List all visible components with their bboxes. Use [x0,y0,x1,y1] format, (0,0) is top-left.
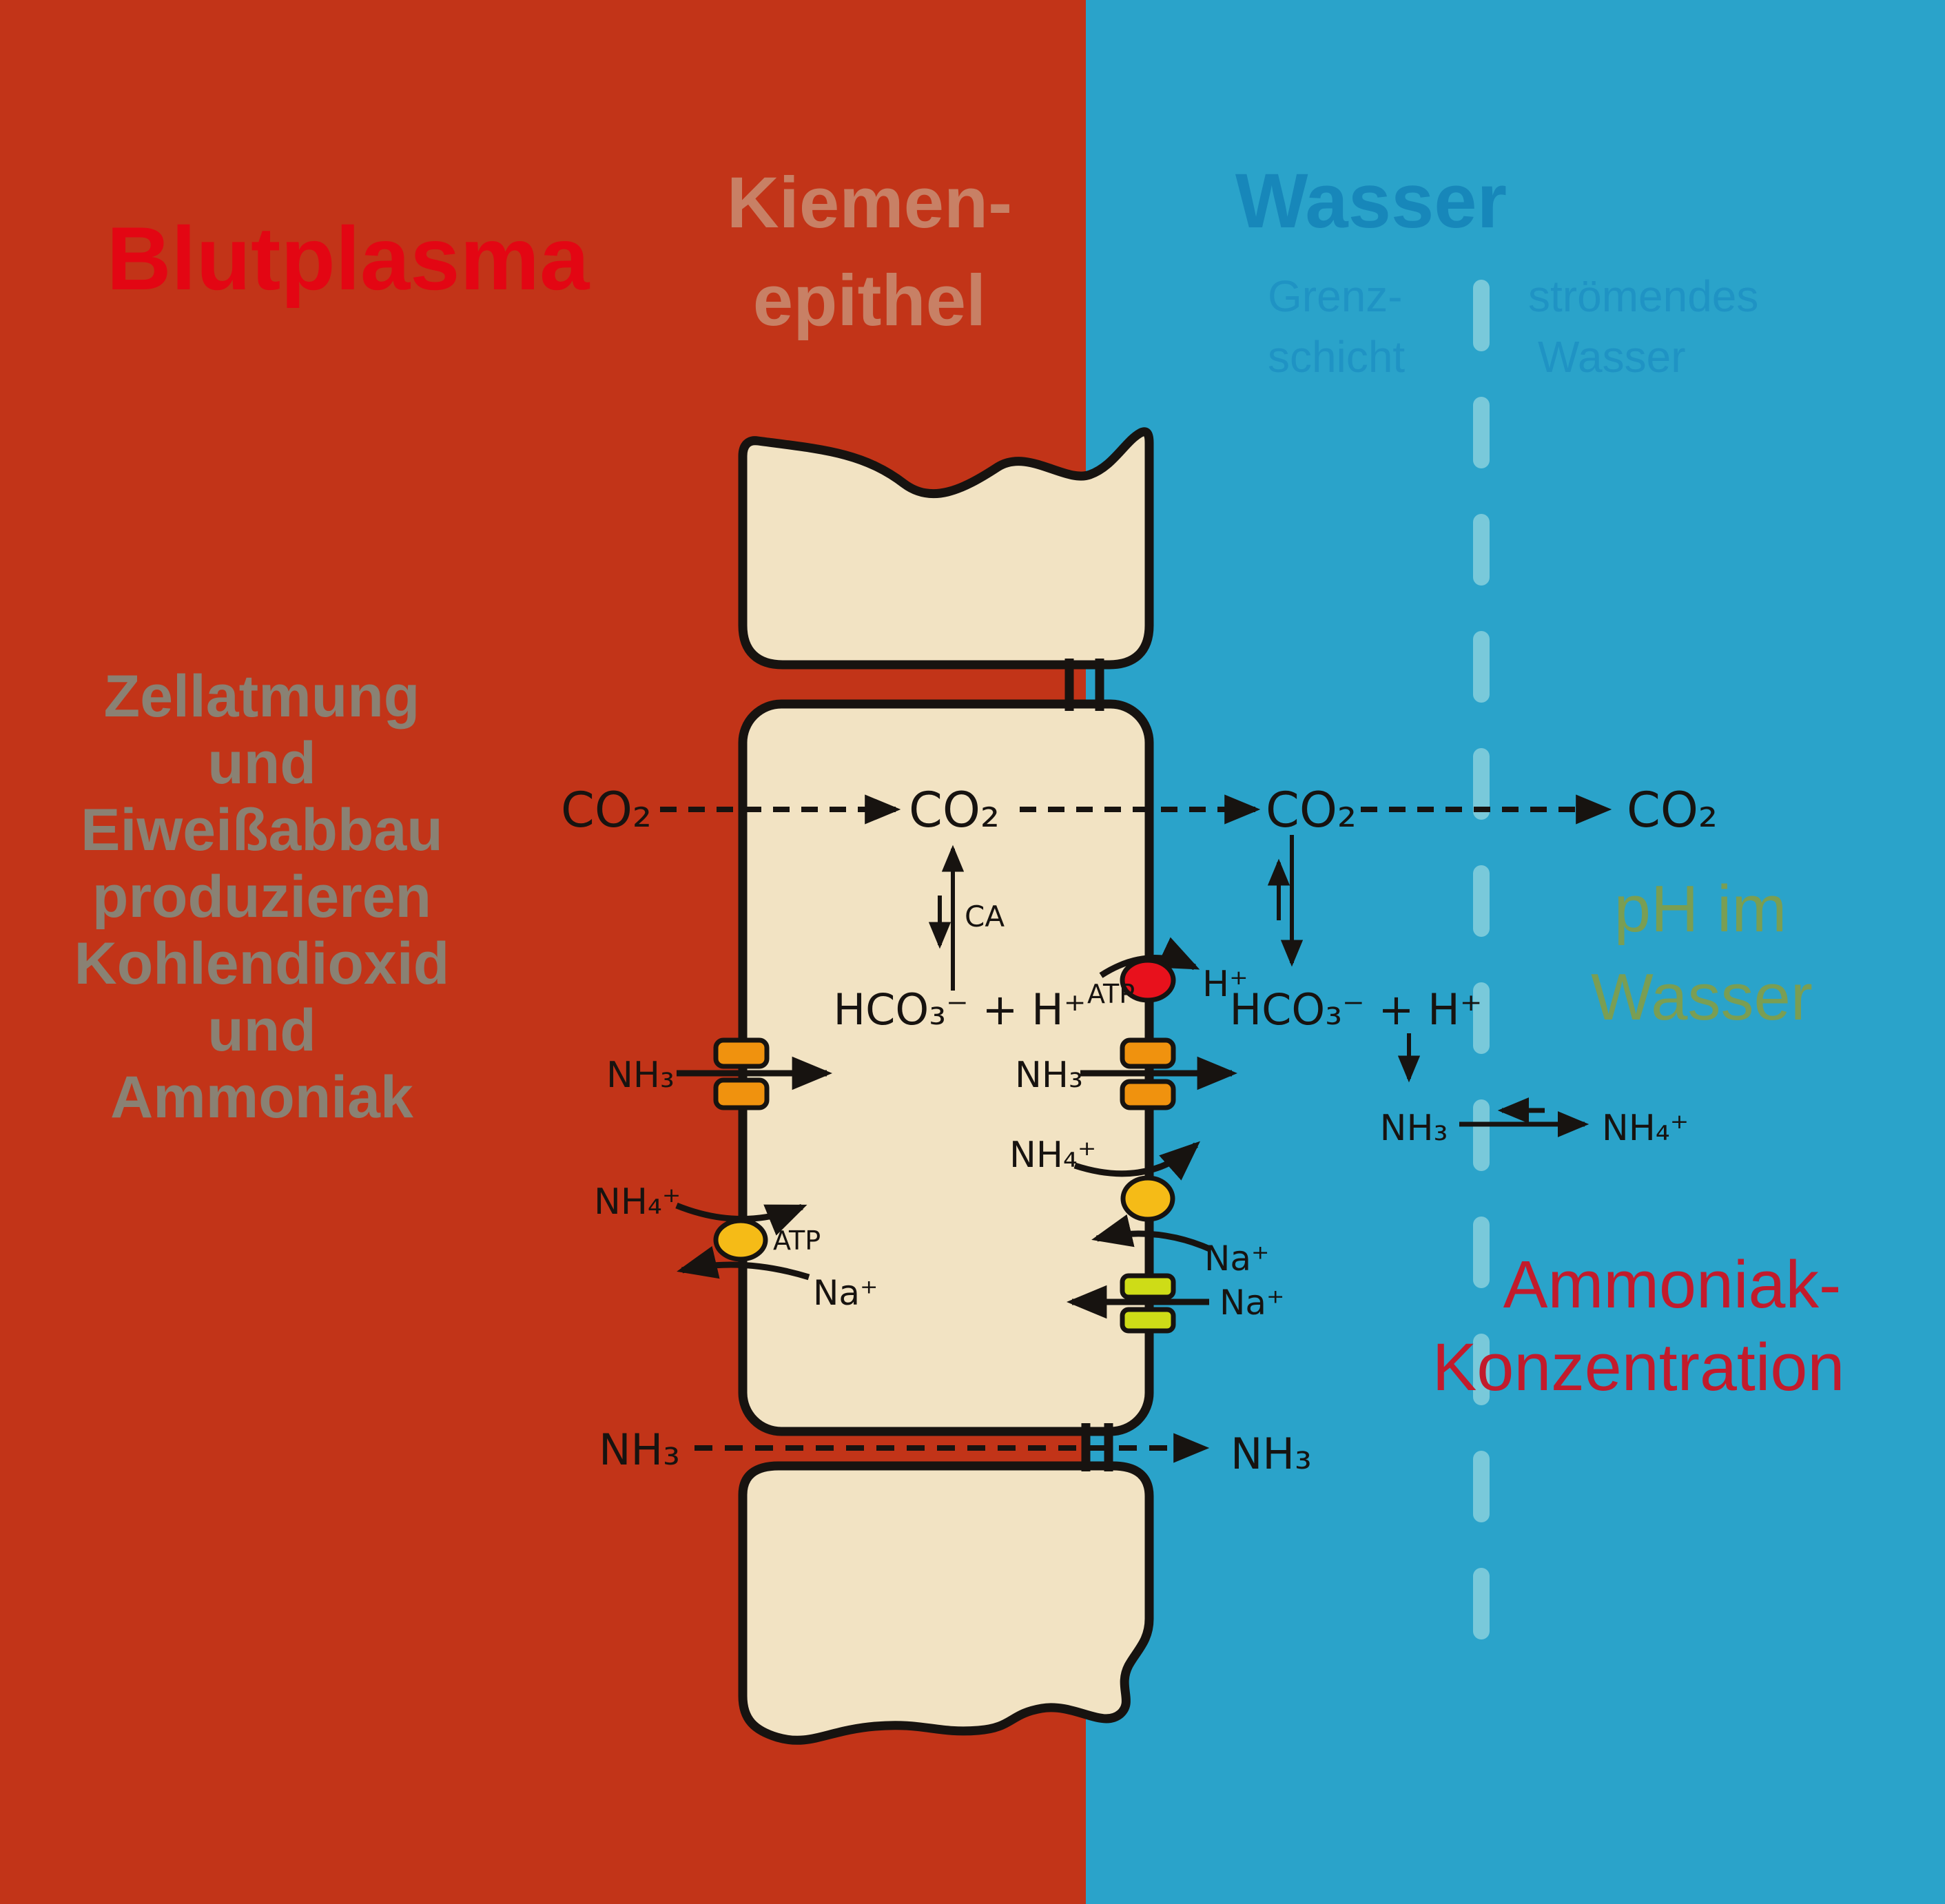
nh3-channel-left [713,1037,770,1110]
na-label-water-pump: Na⁺ [1204,1239,1269,1279]
ammonia-annotation-line1: Ammoniak- [1503,1247,1842,1322]
metabolism-note: Zellatmung und Eiweißabbau produzieren K… [74,663,450,1130]
nh3-channel-right [1120,1037,1176,1110]
note-line5: Kohlendioxid [74,931,450,997]
nh3-label-cell: NH₃ [1015,1055,1083,1096]
note-line7: Ammoniak [110,1064,413,1130]
epithelial-cell-top [738,427,1154,670]
co2-label-cell: CO₂ [909,782,1000,838]
epithelium-title-line2: epithel [753,260,986,341]
ph-annotation-line2: Wasser [1591,960,1813,1034]
na-label-water-channel: Na⁺ [1220,1283,1284,1323]
water-region-title: Wasser [1235,158,1507,244]
nh3-label-bottom-blood: NH₃ [599,1425,680,1475]
na-pump-arrow-in-right [1091,1214,1213,1253]
co2-label-blood: CO₂ [561,782,652,838]
h-label-water: H⁺ [1202,964,1248,1005]
atp-pump-right [1120,1175,1175,1222]
ph-annotation-line1: pH im [1614,872,1787,946]
atp-pump-left [713,1218,768,1262]
nh4-label-water: NH₄⁺ [1602,1108,1689,1149]
flowing-water-label-line1: strömendes [1528,271,1758,321]
na-pump-arrow-out-left [677,1245,810,1281]
nh4-label-blood: NH₄⁺ [594,1181,681,1223]
co2-label-water: CO₂ [1627,782,1718,838]
nh4-pump-arrow-out-right [1073,1141,1201,1181]
atp-label-right: ATP [1087,979,1135,1009]
nh3-label-bottom-water: NH₃ [1231,1429,1312,1479]
hco3-label-cell: HCO₃⁻ + H⁺ [833,984,1086,1035]
epithelium-title-line1: Kiemen- [727,163,1012,243]
epithelial-cell-bottom [738,1461,1154,1745]
hco3-label-water: HCO₃⁻ + H⁺ [1229,984,1482,1035]
flowing-water-label-line2: Wasser [1538,332,1686,382]
boundary-layer-label-line2: schicht [1268,332,1405,382]
water-region [1086,0,1945,1904]
note-line4: produzieren [92,864,431,930]
ammonia-annotation-line2: Konzentration [1432,1329,1845,1405]
nh3-label-water: NH₃ [1380,1108,1448,1149]
tight-junction-top [1064,659,1104,711]
note-line1: Zellatmung [104,663,420,729]
nh3-label-blood: NH₃ [606,1055,675,1096]
note-line2: und [207,730,316,796]
ca-enzyme-label: CA [965,900,1005,933]
note-line6: und [207,997,316,1064]
atp-label-left: ATP [773,1225,821,1256]
note-line3: Eiweißabbau [81,797,443,863]
blood-region-title: Blutplasma [107,208,590,309]
na-label-cell-left: Na⁺ [813,1273,878,1313]
boundary-layer-label-line1: Grenz- [1268,271,1403,321]
h-atpase-pump [1120,958,1176,1003]
na-channel-right [1120,1273,1176,1334]
co2-label-boundary: CO₂ [1266,782,1357,838]
tight-junction-bottom [1081,1423,1113,1471]
